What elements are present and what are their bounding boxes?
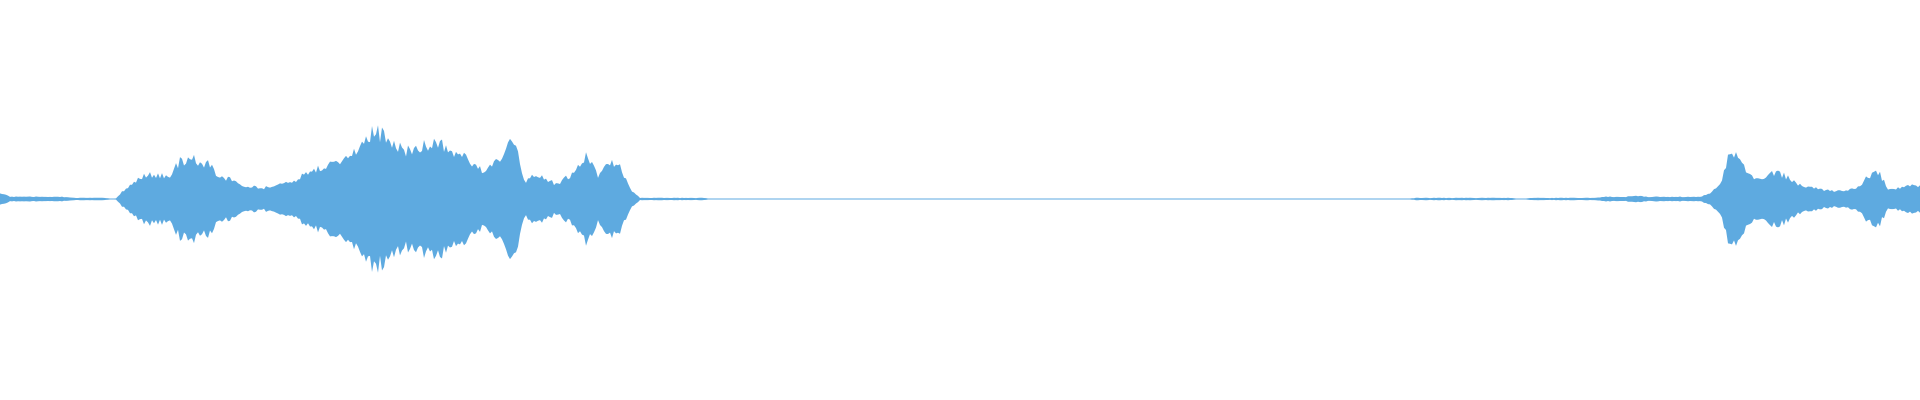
waveform-shape: [0, 125, 1920, 273]
